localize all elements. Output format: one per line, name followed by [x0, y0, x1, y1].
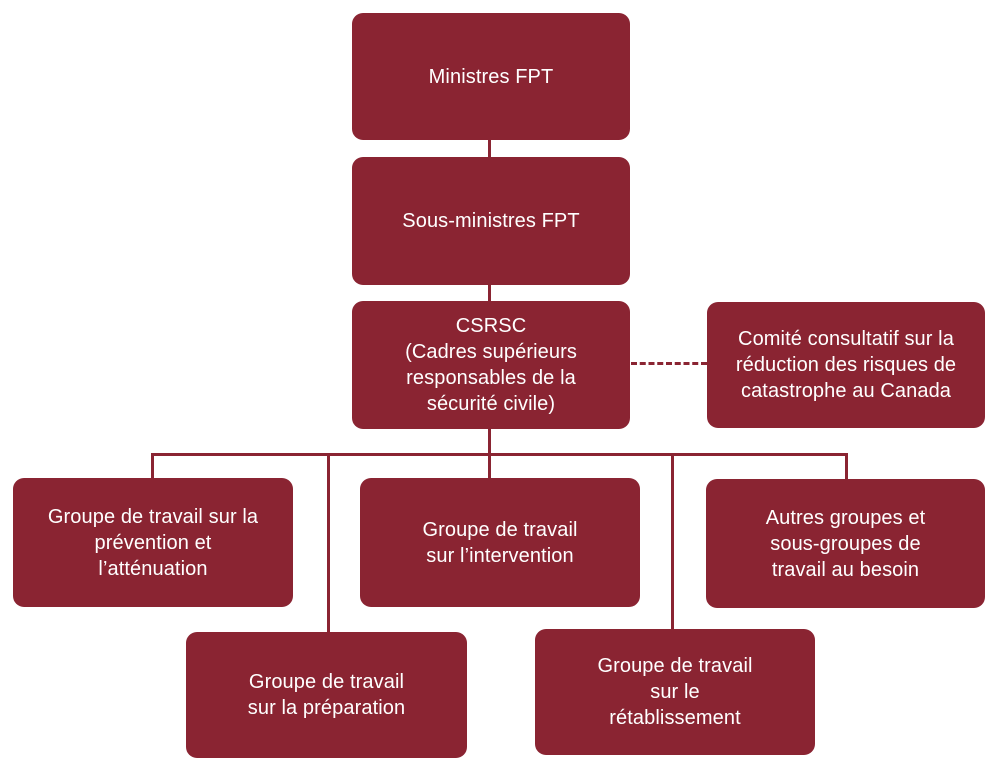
- node-gt-preparation-label: Groupe de travail sur la préparation: [247, 671, 406, 719]
- node-gt-retablissement-label: Groupe de travail sur le rétablissement: [597, 655, 753, 729]
- node-sous-ministres-fpt: Sous-ministres FPT: [352, 157, 630, 285]
- node-autres-groupes-label: Autres groupes et sous-groupes de travai…: [765, 506, 926, 581]
- connector-dashed-csrsc-comite: [631, 362, 707, 365]
- node-ministres-fpt-label: Ministres FPT: [428, 65, 554, 88]
- connector-drop-prevention: [151, 453, 154, 479]
- connector-drop-autres: [845, 453, 848, 480]
- node-autres-groupes: Autres groupes et sous-groupes de travai…: [706, 479, 985, 608]
- connector-drop-retablissement: [671, 453, 674, 630]
- node-gt-preparation: Groupe de travail sur la préparation: [186, 632, 467, 758]
- node-gt-prevention-attenuation: Groupe de travail sur la prévention et l…: [13, 478, 293, 607]
- node-comite-consultatif: Comité consultatif sur la réduction des …: [707, 302, 985, 428]
- node-csrsc: CSRSC (Cadres supérieurs responsables de…: [352, 301, 630, 429]
- connector-horizontal-bus: [151, 453, 848, 456]
- node-gt-intervention-label: Groupe de travail sur l’intervention: [422, 518, 578, 567]
- node-csrsc-label: CSRSC (Cadres supérieurs responsables de…: [405, 315, 577, 415]
- connector-ministres-sousministres: [488, 140, 491, 158]
- node-ministres-fpt: Ministres FPT: [352, 13, 630, 140]
- node-gt-prevention-attenuation-label: Groupe de travail sur la prévention et l…: [47, 505, 259, 580]
- connector-sousministres-csrsc: [488, 285, 491, 302]
- connector-drop-preparation: [327, 453, 330, 633]
- node-gt-retablissement: Groupe de travail sur le rétablissement: [535, 629, 815, 755]
- node-gt-intervention: Groupe de travail sur l’intervention: [360, 478, 640, 607]
- node-comite-consultatif-label: Comité consultatif sur la réduction des …: [735, 328, 957, 402]
- node-sous-ministres-fpt-label: Sous-ministres FPT: [402, 210, 580, 232]
